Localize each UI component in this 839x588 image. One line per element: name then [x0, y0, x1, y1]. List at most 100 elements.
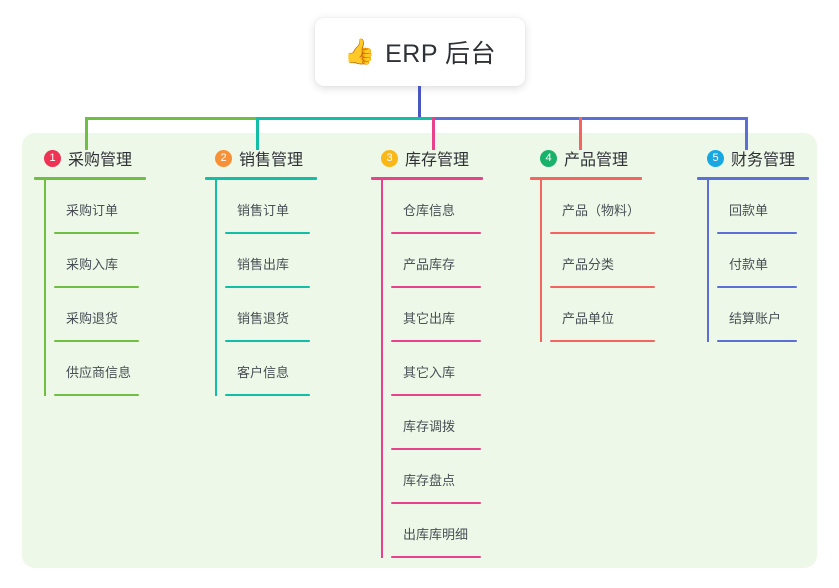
column-title-2: 销售管理 — [239, 152, 304, 169]
root-stem-connector — [418, 86, 421, 120]
leaf-item-rule — [391, 340, 481, 342]
column-rule-1 — [34, 177, 146, 180]
leaf-item-label: 销售订单 — [237, 203, 290, 218]
bus-segment-teal-bus — [256, 117, 432, 120]
column-title-3: 库存管理 — [405, 152, 470, 169]
leaf-item[interactable]: 销售退货 — [215, 288, 317, 342]
leaf-spine-2 — [215, 180, 217, 396]
column-badge-2: 2 — [215, 149, 232, 167]
leaf-spine-1 — [44, 180, 46, 396]
column-header-3[interactable]: 3 库存管理 — [371, 146, 483, 170]
drop-connector-drop-4 — [579, 117, 582, 150]
leaf-list-1: 采购订单采购入库采购退货供应商信息 — [34, 180, 146, 396]
leaf-item-label: 销售出库 — [237, 257, 290, 272]
column-title-4: 产品管理 — [564, 152, 629, 169]
column-2: 2 销售管理销售订单销售出库销售退货客户信息 — [205, 146, 317, 396]
leaf-item-label: 产品单位 — [562, 311, 615, 326]
leaf-item-label: 产品（物料） — [562, 203, 641, 218]
leaf-item-rule — [391, 448, 481, 450]
leaf-item[interactable]: 采购入库 — [44, 234, 146, 288]
root-node-title: ERP 后台 — [385, 40, 497, 68]
column-title-5: 财务管理 — [731, 152, 796, 169]
drop-connector-drop-2 — [256, 117, 259, 150]
column-rule-4 — [530, 177, 642, 180]
leaf-item[interactable]: 销售出库 — [215, 234, 317, 288]
leaf-item[interactable]: 付款单 — [707, 234, 809, 288]
column-3: 3 库存管理仓库信息产品库存其它出库其它入库库存调拨库存盘点出库库明细 — [371, 146, 483, 558]
column-1: 1 采购管理采购订单采购入库采购退货供应商信息 — [34, 146, 146, 396]
column-badge-3: 3 — [381, 149, 398, 167]
leaf-item[interactable]: 产品库存 — [381, 234, 483, 288]
column-badge-1: 1 — [44, 149, 61, 167]
leaf-item-rule — [54, 286, 139, 288]
leaf-item[interactable]: 出库库明细 — [381, 504, 483, 558]
leaf-item[interactable]: 库存调拨 — [381, 396, 483, 450]
leaf-item-label: 结算账户 — [729, 311, 782, 326]
leaf-item-label: 采购退货 — [66, 311, 119, 326]
leaf-item-label: 库存调拨 — [403, 419, 456, 434]
leaf-item-rule — [391, 502, 481, 504]
root-node[interactable]: 👍 ERP 后台 — [315, 18, 525, 86]
leaf-spine-3 — [381, 180, 383, 558]
leaf-item-label: 采购订单 — [66, 203, 119, 218]
leaf-list-5: 回款单付款单结算账户 — [697, 180, 809, 342]
leaf-item[interactable]: 采购订单 — [44, 180, 146, 234]
leaf-item-rule — [550, 340, 655, 342]
drop-connector-drop-3 — [432, 117, 435, 150]
leaf-item[interactable]: 产品单位 — [540, 288, 655, 342]
diagram-panel — [22, 133, 817, 568]
leaf-item-label: 采购入库 — [66, 257, 119, 272]
leaf-spine-4 — [540, 180, 542, 342]
column-badge-4: 4 — [540, 149, 557, 167]
leaf-item-rule — [54, 232, 139, 234]
leaf-item[interactable]: 其它出库 — [381, 288, 483, 342]
leaf-item-label: 销售退货 — [237, 311, 290, 326]
leaf-item-rule — [54, 394, 139, 396]
leaf-item[interactable]: 仓库信息 — [381, 180, 483, 234]
thumbs-up-icon: 👍 — [343, 37, 376, 66]
leaf-item-rule — [550, 286, 655, 288]
column-rule-5 — [697, 177, 809, 180]
leaf-item-rule — [391, 556, 481, 558]
leaf-item-label: 供应商信息 — [66, 365, 132, 380]
column-header-1[interactable]: 1 采购管理 — [34, 146, 146, 170]
leaf-item-rule — [391, 286, 481, 288]
leaf-item-rule — [717, 232, 797, 234]
leaf-item-rule — [717, 340, 797, 342]
leaf-item[interactable]: 库存盘点 — [381, 450, 483, 504]
leaf-item-label: 其它入库 — [403, 365, 456, 380]
leaf-item[interactable]: 供应商信息 — [44, 342, 146, 396]
leaf-item-label: 库存盘点 — [403, 473, 456, 488]
leaf-item-rule — [550, 232, 655, 234]
column-rule-2 — [205, 177, 317, 180]
drop-connector-drop-1 — [85, 117, 88, 150]
leaf-item[interactable]: 产品（物料） — [540, 180, 655, 234]
column-header-4[interactable]: 4 产品管理 — [530, 146, 642, 170]
column-title-1: 采购管理 — [68, 152, 133, 169]
drop-connector-drop-5 — [745, 117, 748, 150]
leaf-item[interactable]: 回款单 — [707, 180, 809, 234]
column-badge-5: 5 — [707, 149, 724, 167]
leaf-item-label: 产品库存 — [403, 257, 456, 272]
column-header-2[interactable]: 2 销售管理 — [205, 146, 317, 170]
column-5: 5 财务管理回款单付款单结算账户 — [697, 146, 809, 342]
leaf-item[interactable]: 客户信息 — [215, 342, 317, 396]
leaf-item[interactable]: 其它入库 — [381, 342, 483, 396]
leaf-item-label: 仓库信息 — [403, 203, 456, 218]
leaf-item[interactable]: 结算账户 — [707, 288, 809, 342]
bus-segment-blue-bus — [432, 117, 746, 120]
leaf-item-rule — [225, 286, 310, 288]
column-header-5[interactable]: 5 财务管理 — [697, 146, 809, 170]
leaf-item[interactable]: 产品分类 — [540, 234, 655, 288]
leaf-item[interactable]: 采购退货 — [44, 288, 146, 342]
leaf-item-label: 出库库明细 — [403, 527, 469, 542]
column-rule-3 — [371, 177, 483, 180]
leaf-item-label: 产品分类 — [562, 257, 615, 272]
leaf-item-rule — [717, 286, 797, 288]
leaf-item-label: 其它出库 — [403, 311, 456, 326]
leaf-item[interactable]: 销售订单 — [215, 180, 317, 234]
bus-segment-green-bus — [85, 117, 256, 120]
leaf-item-rule — [225, 394, 310, 396]
leaf-item-rule — [54, 340, 139, 342]
leaf-item-label: 客户信息 — [237, 365, 290, 380]
